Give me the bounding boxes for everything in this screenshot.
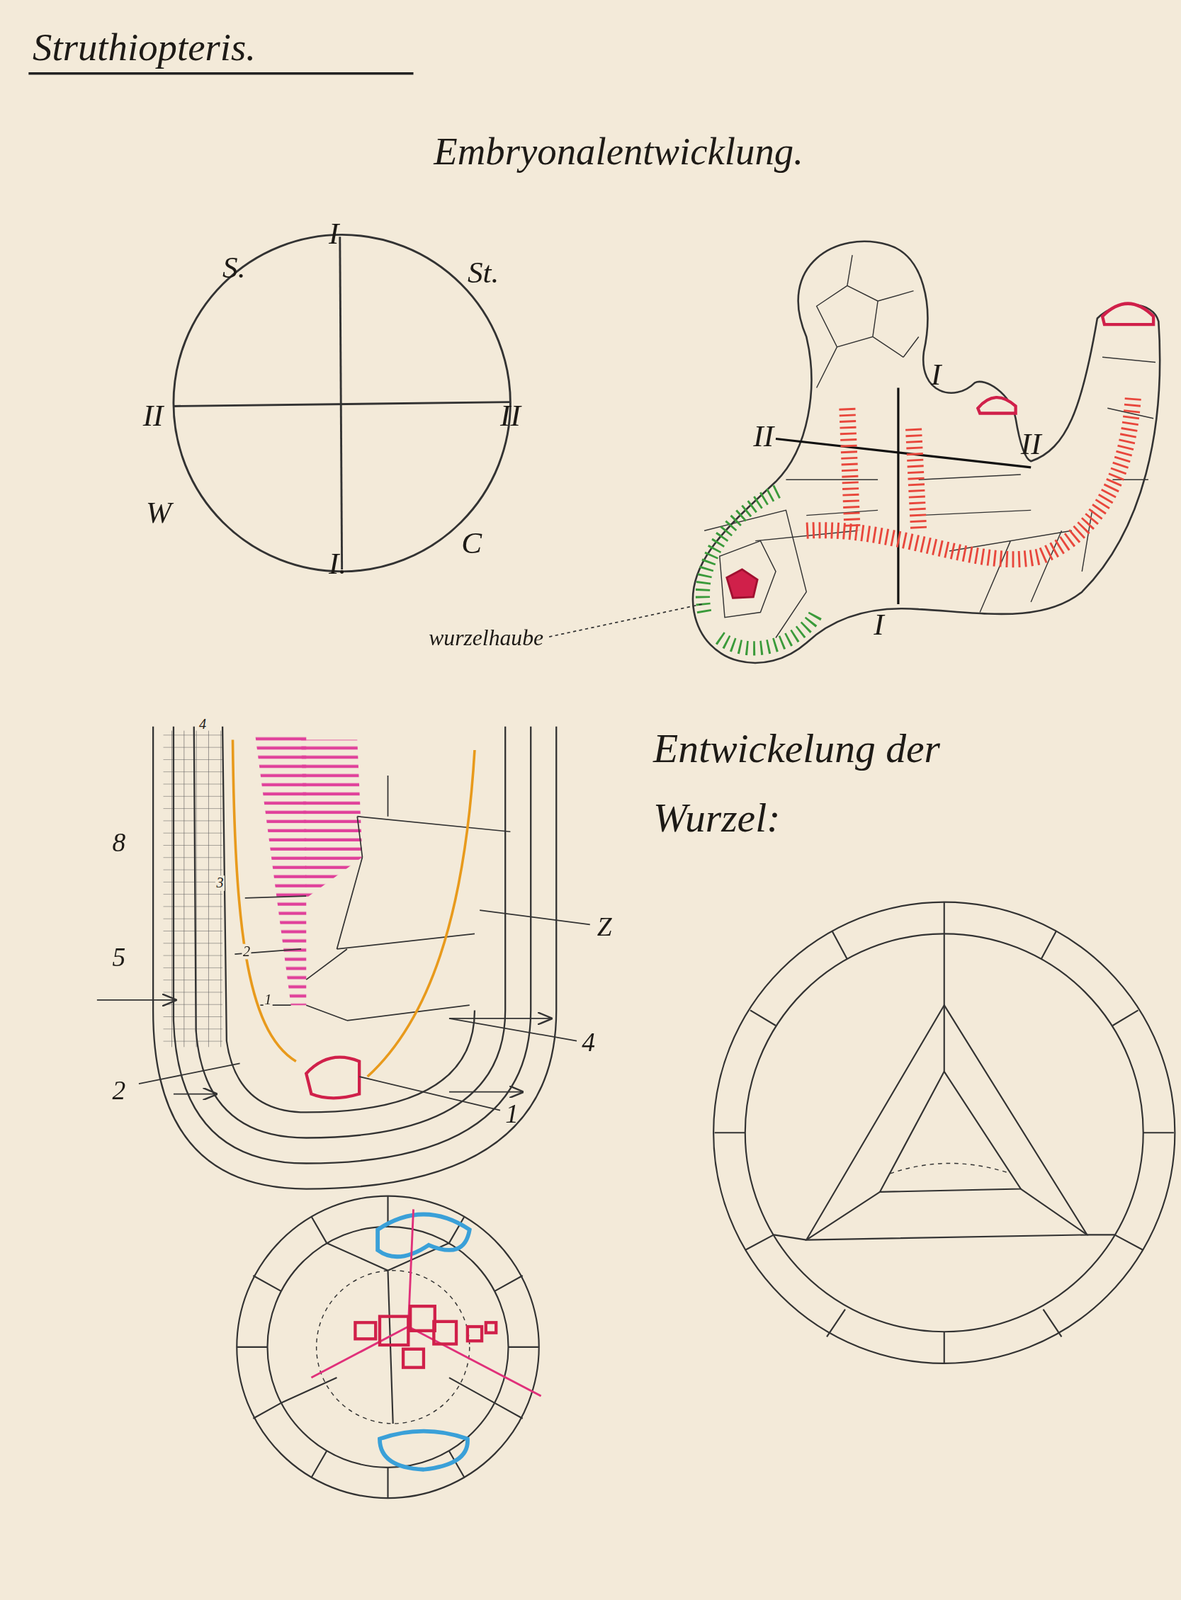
label: II xyxy=(143,398,164,433)
label: St. xyxy=(467,255,499,290)
part-name: wurzelhaube xyxy=(428,625,544,651)
callout-number: 2 xyxy=(111,1076,126,1106)
section-heading: Entwickelung der Wurzel: xyxy=(653,714,1062,854)
label: I xyxy=(328,216,339,251)
label: II xyxy=(1020,426,1042,461)
callout-number: Z xyxy=(597,913,613,943)
page-title: Struthiopteris. xyxy=(32,26,256,69)
title-underline xyxy=(28,72,414,74)
label: I xyxy=(930,357,941,392)
label: II xyxy=(753,418,774,453)
callout-number: 2 xyxy=(241,944,251,960)
callout-number: 3 xyxy=(215,875,225,892)
label: S. xyxy=(222,250,246,285)
root-cross-section xyxy=(236,1196,541,1499)
embryo-figure xyxy=(549,241,1160,664)
callout-number: 1 xyxy=(505,1100,519,1130)
callout-number: 4 xyxy=(198,716,208,732)
callout-number: 1 xyxy=(263,991,273,1008)
cleavage-circle xyxy=(173,234,511,572)
root-apex-cross-section xyxy=(713,902,1175,1364)
label: I. xyxy=(328,546,347,581)
label: I xyxy=(873,607,884,642)
root-tip-section xyxy=(97,726,591,1190)
callout-number: 5 xyxy=(111,944,126,974)
label: C xyxy=(461,525,482,560)
label: II xyxy=(500,398,521,433)
label: W xyxy=(145,495,172,530)
callout-number: 8 xyxy=(111,828,126,858)
callout-number: 4 xyxy=(581,1028,596,1058)
section-heading: Embryonalentwicklung. xyxy=(433,130,804,173)
